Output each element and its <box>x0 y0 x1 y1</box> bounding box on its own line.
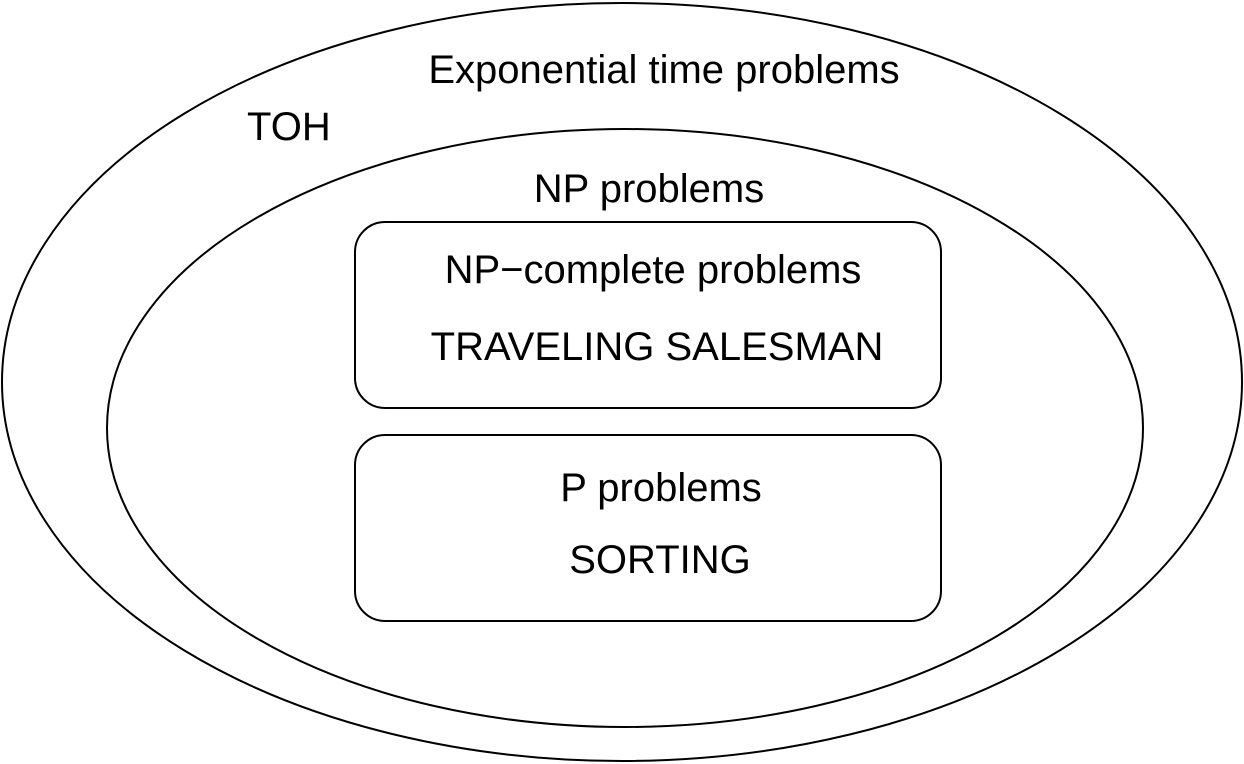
np-complete-example: TRAVELING SALESMAN <box>431 325 884 369</box>
p-box <box>354 434 942 622</box>
p-example: SORTING <box>569 538 751 582</box>
np-region <box>106 128 1144 728</box>
np-complete-box <box>354 221 942 409</box>
np-title: NP problems <box>534 167 764 211</box>
np-complete-title: NP−complete problems <box>445 248 862 292</box>
p-title: P problems <box>560 466 762 510</box>
exponential-time-title: Exponential time problems <box>428 48 899 92</box>
exponential-time-example: TOH <box>247 105 331 149</box>
